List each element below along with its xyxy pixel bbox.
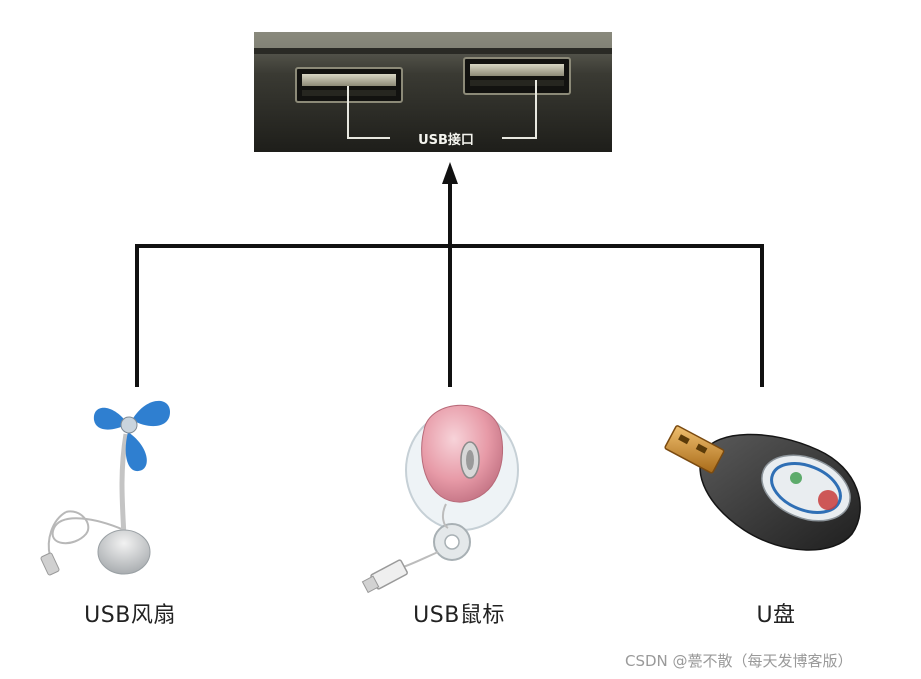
connector-tree — [137, 184, 762, 387]
arrow-up-icon — [442, 162, 458, 184]
panel-groove — [254, 48, 612, 54]
device-label-usb-fan: USB风扇 — [84, 597, 176, 629]
usb-mouse-image — [362, 405, 518, 594]
panel-top-edge — [254, 32, 612, 48]
csdn-watermark: CSDN @甍不散（每天发博客版） — [625, 650, 853, 671]
port-panel-label: USB接口 — [418, 132, 474, 148]
usb-port-right — [464, 58, 570, 94]
usb-fan-image — [40, 401, 170, 576]
usb-port-panel: USB接口 — [254, 32, 612, 152]
device-label-usb-mouse: USB鼠标 — [413, 597, 505, 629]
usb-flash-drive-image — [664, 425, 860, 550]
device-label-u-disk: U盘 — [756, 597, 795, 629]
